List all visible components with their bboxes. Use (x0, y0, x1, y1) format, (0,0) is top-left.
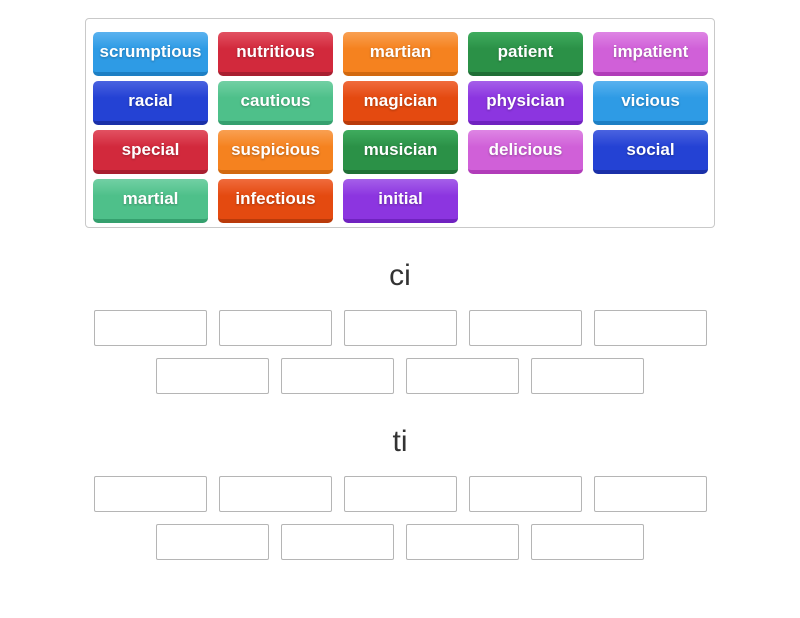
word-tile[interactable]: racial (93, 81, 208, 125)
word-tile[interactable]: vicious (593, 81, 708, 125)
group-title-ti: ti (392, 425, 408, 458)
empty-slot[interactable] (593, 476, 707, 512)
word-tile[interactable]: martian (343, 32, 458, 76)
slot-row (0, 310, 800, 346)
group-ci: ci (0, 258, 800, 394)
word-tile[interactable]: infectious (218, 179, 333, 223)
slot-row (0, 476, 800, 512)
empty-slot[interactable] (468, 476, 582, 512)
word-tile[interactable]: special (93, 130, 208, 174)
word-tile[interactable]: scrumptious (93, 32, 208, 76)
word-tile[interactable]: martial (93, 179, 208, 223)
empty-slot[interactable] (93, 310, 207, 346)
empty-slot[interactable] (531, 358, 644, 394)
word-tile[interactable]: cautious (218, 81, 333, 125)
word-tile[interactable]: musician (343, 130, 458, 174)
empty-slot[interactable] (218, 476, 332, 512)
slot-row (0, 358, 800, 394)
word-tile[interactable]: magician (343, 81, 458, 125)
empty-slot[interactable] (343, 476, 457, 512)
empty-slot[interactable] (593, 310, 707, 346)
word-tile[interactable]: physician (468, 81, 583, 125)
empty-slot[interactable] (93, 476, 207, 512)
group-title-ci: ci (389, 259, 411, 292)
word-tile[interactable]: initial (343, 179, 458, 223)
empty-slot[interactable] (531, 524, 644, 560)
empty-slot[interactable] (406, 358, 519, 394)
empty-slot[interactable] (406, 524, 519, 560)
word-tile[interactable]: impatient (593, 32, 708, 76)
empty-slot[interactable] (468, 310, 582, 346)
slot-row (0, 524, 800, 560)
empty-slot[interactable] (156, 524, 269, 560)
word-tile[interactable]: suspicious (218, 130, 333, 174)
empty-slot[interactable] (281, 524, 394, 560)
word-tile[interactable]: delicious (468, 130, 583, 174)
empty-slot[interactable] (156, 358, 269, 394)
empty-slot[interactable] (218, 310, 332, 346)
word-tile[interactable]: patient (468, 32, 583, 76)
word-tile[interactable]: nutritious (218, 32, 333, 76)
group-ti: ti (0, 424, 800, 560)
word-tile[interactable]: social (593, 130, 708, 174)
empty-slot[interactable] (343, 310, 457, 346)
empty-slot[interactable] (281, 358, 394, 394)
